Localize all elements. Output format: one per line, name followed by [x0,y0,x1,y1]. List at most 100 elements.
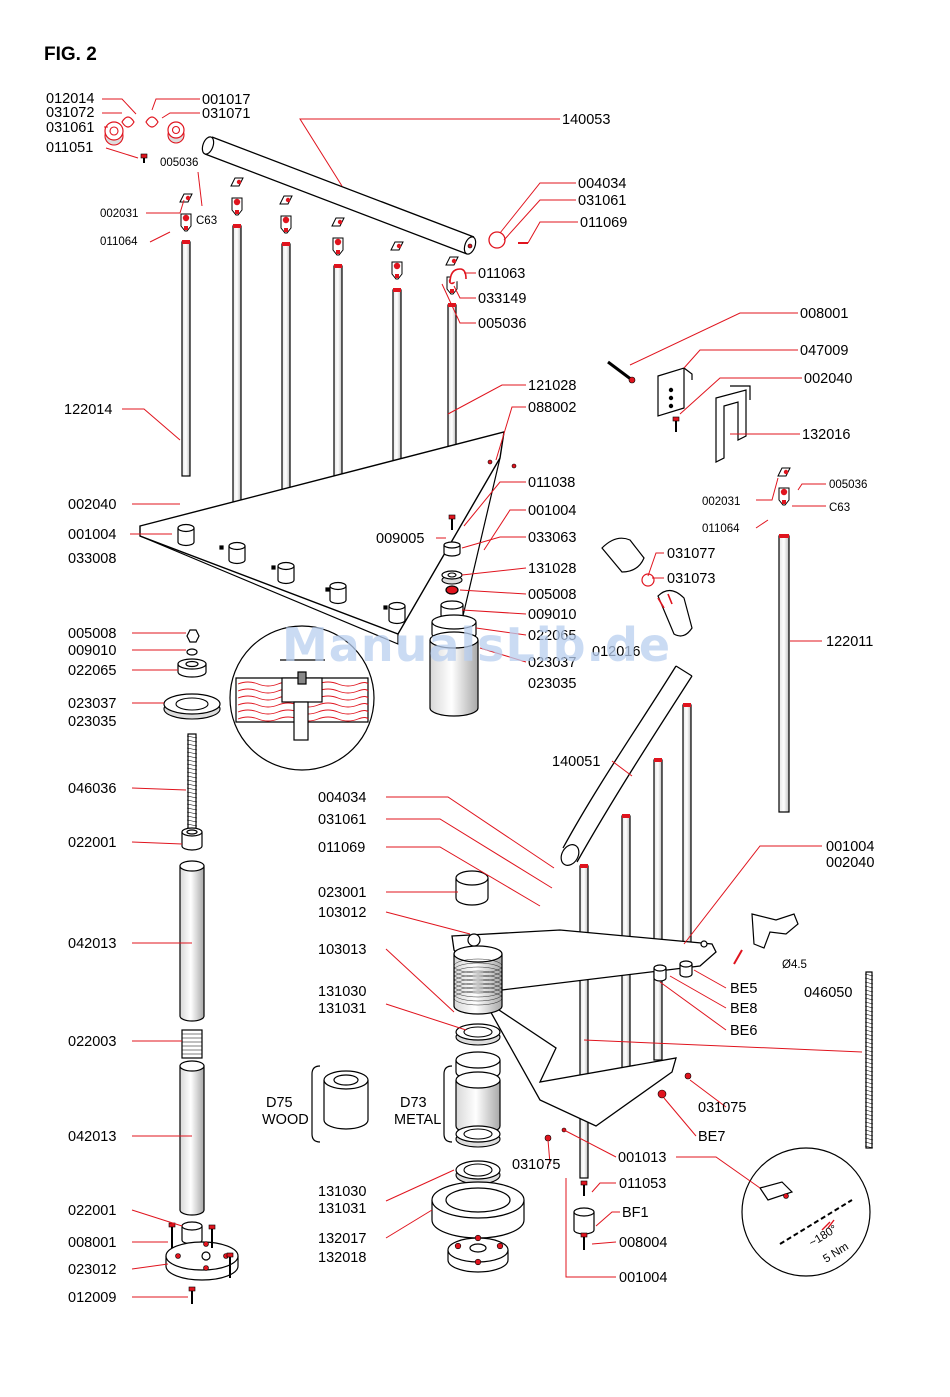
bearing-131030-lower [455,1160,501,1185]
callout-140053: 140053 [562,112,610,128]
leader-031075 [689,1079,727,1108]
callout-122014: 122014 [64,402,112,418]
leader-011053 [591,1182,616,1193]
callout-132017: 132017 [318,1231,366,1247]
handrail-140051 [576,675,693,863]
callout-042013: 042013 [68,936,116,952]
callout-088002: 088002 [528,400,576,416]
leader-bf1 [595,1211,620,1227]
leader-033063 [461,536,526,549]
baluster-bracket [390,241,404,251]
detail-inset [229,625,375,771]
leader-046036 [131,787,187,791]
connector-031073 [641,573,655,587]
callout-011064: 011064 [100,236,138,248]
callout-001013: 001013 [618,1150,666,1166]
screw-012009 [188,1286,196,1304]
handrail-end-hole [467,243,473,249]
nut-005008 [445,585,459,595]
bearing-d73 [455,1125,501,1148]
baluster-clamp [280,215,292,234]
callout-031077: 031077 [667,546,715,562]
drill-tool [733,913,799,965]
callout-031072: 031072 [46,105,94,121]
callout-033063: 033063 [528,530,576,546]
leader-008004 [591,1241,617,1245]
baluster-clamp [180,213,192,232]
detail-shaft [293,701,309,741]
callout-122011: 122011 [826,634,873,650]
callout-bf1: BF1 [622,1205,649,1221]
cap-plug [145,116,159,128]
wall-fixing-132016 [715,389,747,463]
leader-131030b [385,1169,455,1202]
base-plate-023012 [165,1241,239,1281]
baluster-bracket [331,217,345,227]
leader-005036c [797,483,826,491]
leader-001013 [563,1129,617,1158]
callout-be8: BE8 [730,1001,757,1017]
bolt-head [628,376,636,384]
leader-be7 [663,1097,697,1137]
base-screw [496,1242,504,1250]
leader-103013 [385,948,455,1013]
leader-140051 [611,760,633,777]
callout-011069: 011069 [580,215,627,231]
screw-011053 [580,1180,588,1196]
callout-011063: 011063 [478,266,525,282]
end-cap-right [167,121,185,144]
baluster-bracket [179,193,193,203]
callout-031061: 031061 [46,120,94,136]
callout-131030: 131030 [318,984,366,1000]
leader-011069b [386,846,541,907]
nut-be7 [657,1089,667,1099]
leader-023037 [479,647,527,663]
bottom-small-parts [573,1180,595,1250]
spacer-options [311,1051,501,1148]
leader-011051 [105,147,139,159]
callout-005036: 005036 [829,479,867,491]
hole [487,459,493,465]
leader-002040 [679,377,802,415]
callout-001004: 001004 [619,1270,667,1286]
leader-be5 [693,969,727,989]
leader-011038 [463,481,526,527]
leader-004034b [386,796,555,869]
baluster-2 [232,224,242,506]
callout-033008: 033008 [68,551,116,567]
bushing-be8 [653,964,667,982]
leader-122014 [122,408,181,441]
leader-005008 [459,589,527,595]
drill-body [751,913,799,949]
washer-009010 [186,648,198,656]
callout-001004: 001004 [68,527,116,543]
callout-103013: 103013 [318,942,366,958]
baluster-3 [281,242,291,528]
tread-103013 [483,999,677,1127]
handrail-segment-lower [657,589,693,637]
lower-base-assembly [431,1160,525,1273]
callout-132016: 132016 [802,427,850,443]
callout-009010: 009010 [528,607,576,623]
hole [783,1193,789,1199]
callout-031061: 031061 [578,193,626,209]
callout-033149: 033149 [478,291,526,307]
callout-023035: 023035 [68,714,116,730]
callout-c63: C63 [829,502,850,514]
leader-001017 [151,98,200,111]
callout-be6: BE6 [730,1023,757,1039]
callout-011064: 011064 [702,523,740,535]
callout-005036: 005036 [160,157,198,169]
leader-031061b [503,199,576,241]
callout-022001: 022001 [68,835,116,851]
callout-022001: 022001 [68,1203,116,1219]
baluster-socket-033008 [329,581,347,605]
figure-title: FIG. 2 [44,44,97,65]
base-hole [203,1241,209,1247]
callout-002031: 002031 [702,496,740,508]
callout-011051: 011051 [46,140,93,156]
wall-bracket-group [607,360,751,463]
callout-131030: 131030 [318,1184,366,1200]
callout-009010: 009010 [68,643,116,659]
platform-edge-088002 [461,457,501,621]
